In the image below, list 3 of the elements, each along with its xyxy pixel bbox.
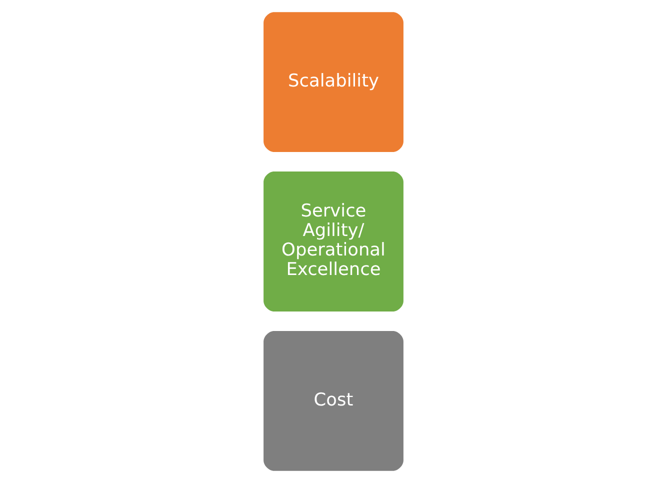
node-box: Cost [263, 330, 403, 471]
node-box: Service Agility/ Operational Excellence [263, 172, 403, 312]
node-box: Scalability [263, 12, 403, 152]
